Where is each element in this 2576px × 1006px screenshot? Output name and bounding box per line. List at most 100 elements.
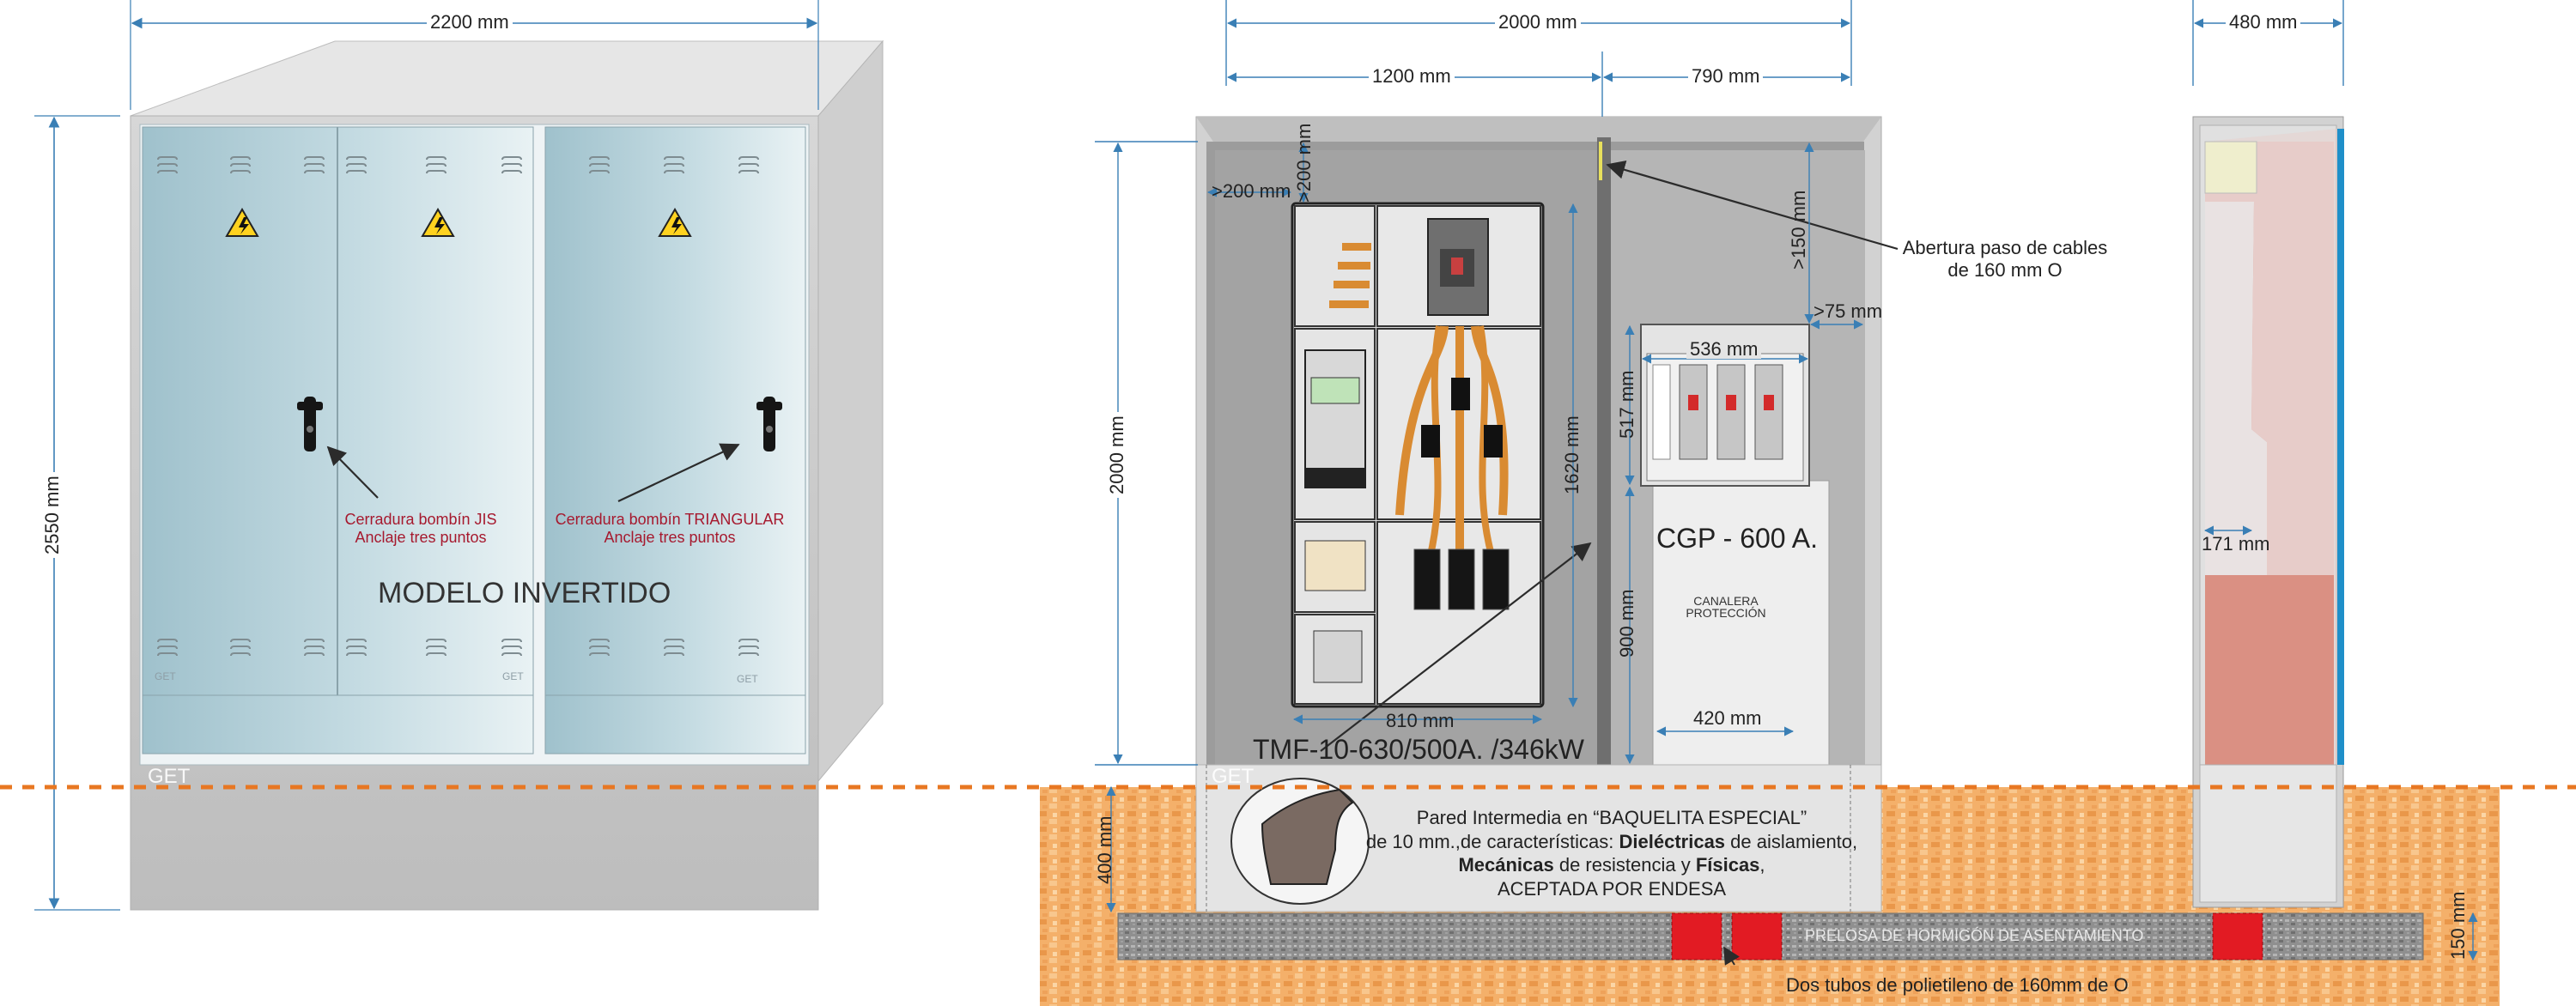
callout-arrow	[1606, 161, 1899, 251]
lock-handle-icon[interactable]	[756, 397, 782, 451]
vent-slat	[346, 156, 367, 161]
vent-slat	[664, 639, 684, 643]
vent-slat	[157, 163, 178, 167]
vent-slat	[738, 163, 759, 167]
vent-slat	[738, 156, 759, 161]
vent-slat	[501, 156, 522, 161]
ventilation-grilles	[157, 156, 759, 657]
wall-note-line1: Pared Intermedia en “BAQUELITA ESPECIAL”	[1416, 807, 1807, 828]
wall-note-line2: de 10 mm.,de características: Dieléctric…	[1365, 830, 1858, 852]
lock-handle-icon[interactable]	[297, 397, 323, 451]
vent-slat	[426, 645, 447, 650]
divider-wall	[1597, 137, 1611, 765]
channel-width-dimension: 420 mm	[1690, 709, 1765, 728]
cgp-width-dimension: 536 mm	[1686, 340, 1762, 359]
get-label: GET	[148, 765, 191, 788]
get-small-label: GET	[737, 673, 758, 685]
vent-slat	[346, 163, 367, 167]
side-gap-dimension: >75 mm	[1814, 300, 1883, 322]
vent-slat	[346, 639, 367, 643]
vent-slat	[157, 156, 178, 161]
tmf-label: TMF-10-630/500A. /346kW	[1253, 734, 1584, 765]
vent-slat	[426, 652, 447, 657]
channel-label: CANALERA PROTECCIÓN	[1686, 594, 1766, 620]
vent-slat	[501, 639, 522, 643]
vent-slat	[589, 156, 610, 161]
vent-slat	[230, 645, 251, 650]
vent-slat	[501, 163, 522, 167]
door-edge	[2337, 129, 2344, 765]
opening-gap-dimension: >150 mm	[1788, 190, 1809, 270]
section-inner-height: 2000 mm	[1106, 412, 1127, 498]
vent-slat	[589, 170, 610, 174]
vent-slat	[426, 156, 447, 161]
vent-slat	[589, 163, 610, 167]
vent-slat	[157, 645, 178, 650]
callout-arrow	[617, 443, 740, 502]
side-depth-dimension: 480 mm	[2226, 13, 2301, 32]
vent-slat	[589, 652, 610, 657]
lock-right-callout: Cerradura bombín TRIANGULAR Anclaje tres…	[555, 511, 785, 546]
vent-slat	[664, 652, 684, 657]
tube-section	[2212, 912, 2263, 961]
vent-slat	[426, 163, 447, 167]
left-gap-dimension: >200 mm	[1212, 180, 1291, 202]
wall-material-note: Pared Intermedia en “BAQUELITA ESPECIAL”…	[1350, 806, 1874, 900]
vent-slat	[230, 652, 251, 657]
cgp-fuse-box	[1640, 324, 1810, 487]
main-breaker	[1427, 218, 1489, 316]
vent-slat	[664, 170, 684, 174]
tubes-note: Dos tubos de polietileno de 160mm de O	[1786, 974, 2129, 996]
side-inner-dimension: 171 mm	[2202, 533, 2270, 555]
cabinet-side	[817, 39, 884, 783]
vent-slat	[304, 170, 325, 174]
panel-height-dimension: 1620 mm	[1561, 415, 1583, 494]
vent-slat	[501, 645, 522, 650]
front-view	[34, 0, 884, 911]
vent-slat	[230, 639, 251, 643]
vent-slat	[501, 652, 522, 657]
wall-note-line3: Mecánicas de resistencia y Físicas,	[1458, 854, 1765, 876]
vent-slat	[664, 156, 684, 161]
section-total-width: 2000 mm	[1495, 13, 1581, 32]
slab-thickness-dimension: 150 mm	[2447, 891, 2469, 960]
vent-slat	[589, 645, 610, 650]
callout-arrow	[1723, 946, 1741, 966]
front-width-dimension: 2200 mm	[427, 13, 513, 32]
tube-section	[1671, 912, 1722, 961]
top-gap-dimension: >200 mm	[1293, 123, 1315, 203]
vent-slat	[304, 645, 325, 650]
get-label: GET	[1212, 765, 1255, 788]
section-right-width: 790 mm	[1688, 67, 1764, 86]
callout-arrow	[326, 445, 379, 499]
slab-label: PRELOSA DE HORMIGÓN DE ASENTAMIENTO	[1805, 927, 2144, 944]
high-voltage-warning-icon	[421, 208, 455, 237]
high-voltage-warning-icon	[225, 208, 259, 237]
vent-slat	[157, 170, 178, 174]
lower-height-dimension: 900 mm	[1616, 589, 1637, 658]
cgp-label: CGP - 600 A.	[1656, 523, 1818, 554]
vent-slat	[304, 163, 325, 167]
vent-slat	[501, 170, 522, 174]
get-small-label: GET	[502, 670, 524, 682]
front-height-dimension: 2550 mm	[41, 472, 63, 558]
cabinet-top	[130, 40, 884, 117]
model-label: MODELO INVERTIDO	[378, 577, 671, 609]
lock-left-callout: Cerradura bombín JIS Anclaje tres puntos	[344, 511, 497, 546]
vent-slat	[304, 639, 325, 643]
foundation-depth-dimension: 400 mm	[1094, 815, 1115, 884]
vent-slat	[738, 170, 759, 174]
vent-slat	[346, 652, 367, 657]
vent-slat	[157, 652, 178, 657]
vent-slat	[157, 639, 178, 643]
vent-slat	[426, 170, 447, 174]
bakelite-wall-section-icon	[1230, 778, 1370, 905]
vent-slat	[230, 163, 251, 167]
vent-slat	[738, 652, 759, 657]
vent-slat	[738, 639, 759, 643]
side-view	[2192, 0, 2344, 908]
vent-slat	[589, 639, 610, 643]
section-dimensions	[1095, 0, 2478, 961]
vent-slat	[230, 156, 251, 161]
vent-slat	[230, 170, 251, 174]
